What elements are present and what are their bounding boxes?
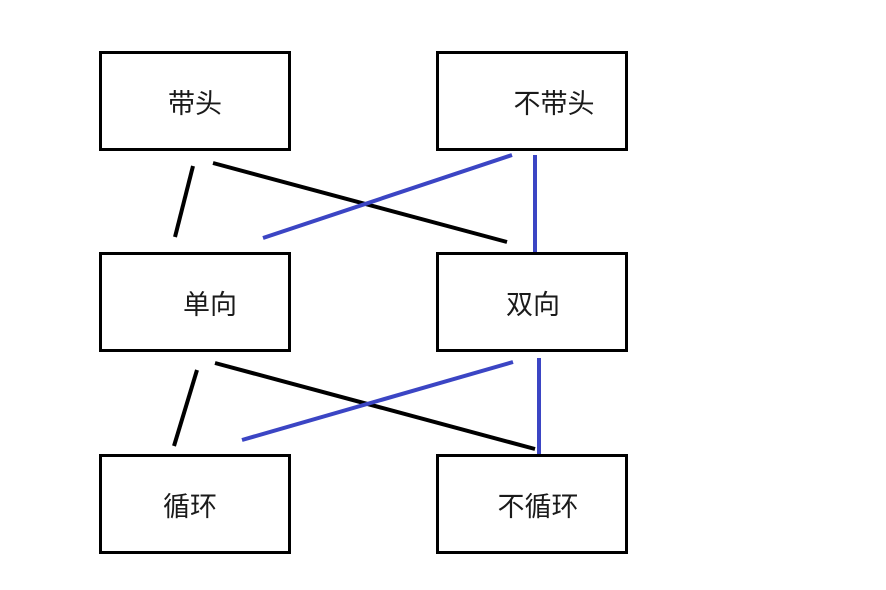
node-circular-label: 循环 xyxy=(163,491,217,523)
node-non-circular-label: 不循环 xyxy=(497,491,579,523)
node-non-circular: 不循环 xyxy=(436,454,628,554)
node-without-head-label: 不带头 xyxy=(513,88,595,120)
connector-singly-to-circular xyxy=(172,369,199,447)
node-with-head-label: 带头 xyxy=(168,88,222,120)
node-without-head: 不带头 xyxy=(436,51,628,151)
node-doubly-label: 双向 xyxy=(506,289,560,321)
connector-singly-to-non-circular xyxy=(214,361,536,451)
node-circular: 循环 xyxy=(99,454,291,554)
connector-with-head-to-singly xyxy=(173,165,195,238)
node-with-head: 带头 xyxy=(99,51,291,151)
node-singly-label: 单向 xyxy=(183,289,237,321)
node-singly: 单向 xyxy=(99,252,291,352)
connector-without-head-to-singly xyxy=(262,153,513,240)
node-doubly: 双向 xyxy=(436,252,628,352)
connector-doubly-to-circular xyxy=(241,360,514,442)
connector-with-head-to-doubly xyxy=(212,161,508,244)
